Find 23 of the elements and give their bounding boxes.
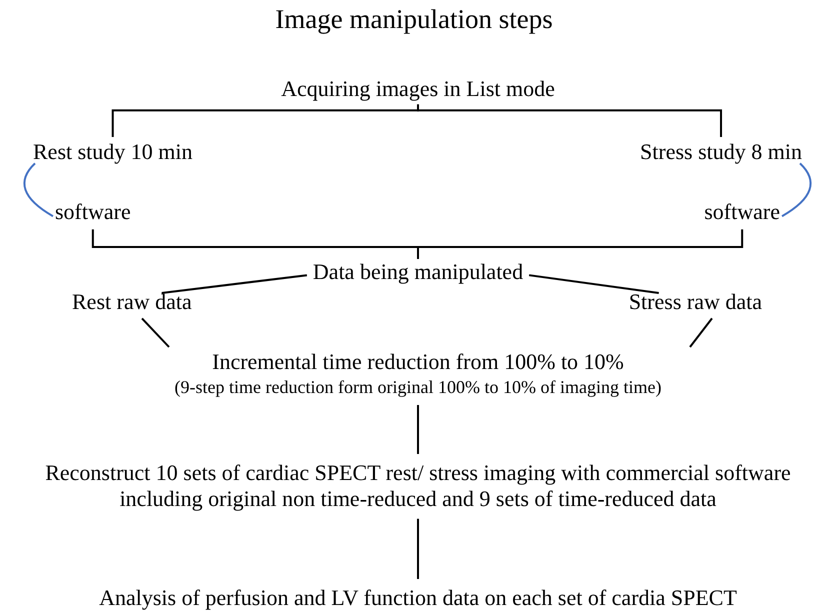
- step-text: Stress study 8 min: [640, 139, 802, 166]
- diagram-title: Image manipulation steps: [274, 4, 554, 35]
- connector-line: [689, 318, 713, 348]
- step-text: Analysis of perfusion and LV function data on each set of cardia SPECT: [99, 585, 737, 612]
- connector-line: [417, 229, 744, 259]
- connector-line: [417, 104, 722, 137]
- connector-line: [417, 518, 419, 579]
- connector-line: [141, 318, 170, 348]
- step-text: Rest raw data: [72, 289, 192, 316]
- step-text: Reconstruct 10 sets of cardiac SPECT rest/ stress imaging with commercial software including original non time-reduced and 9 sets of time-reduced data: [44, 460, 792, 513]
- step-text: Rest study 10 min: [33, 139, 193, 166]
- step-text: Acquiring images in List mode: [281, 76, 555, 102]
- step-text: Incremental time reduction from 100% to 10%: [212, 349, 624, 376]
- step-note: (9-step time reduction form original 100% to 10% of imaging time): [174, 377, 662, 399]
- step-text: Stress raw data: [628, 289, 762, 316]
- curved-connector: [781, 162, 812, 218]
- connector-line: [417, 404, 419, 454]
- curved-connector: [24, 162, 54, 218]
- step-text: software: [55, 199, 131, 226]
- step-text: software: [704, 199, 780, 226]
- connector-line: [162, 274, 308, 294]
- connector-line: [528, 274, 659, 294]
- step-text: Data being manipulated: [312, 259, 524, 286]
